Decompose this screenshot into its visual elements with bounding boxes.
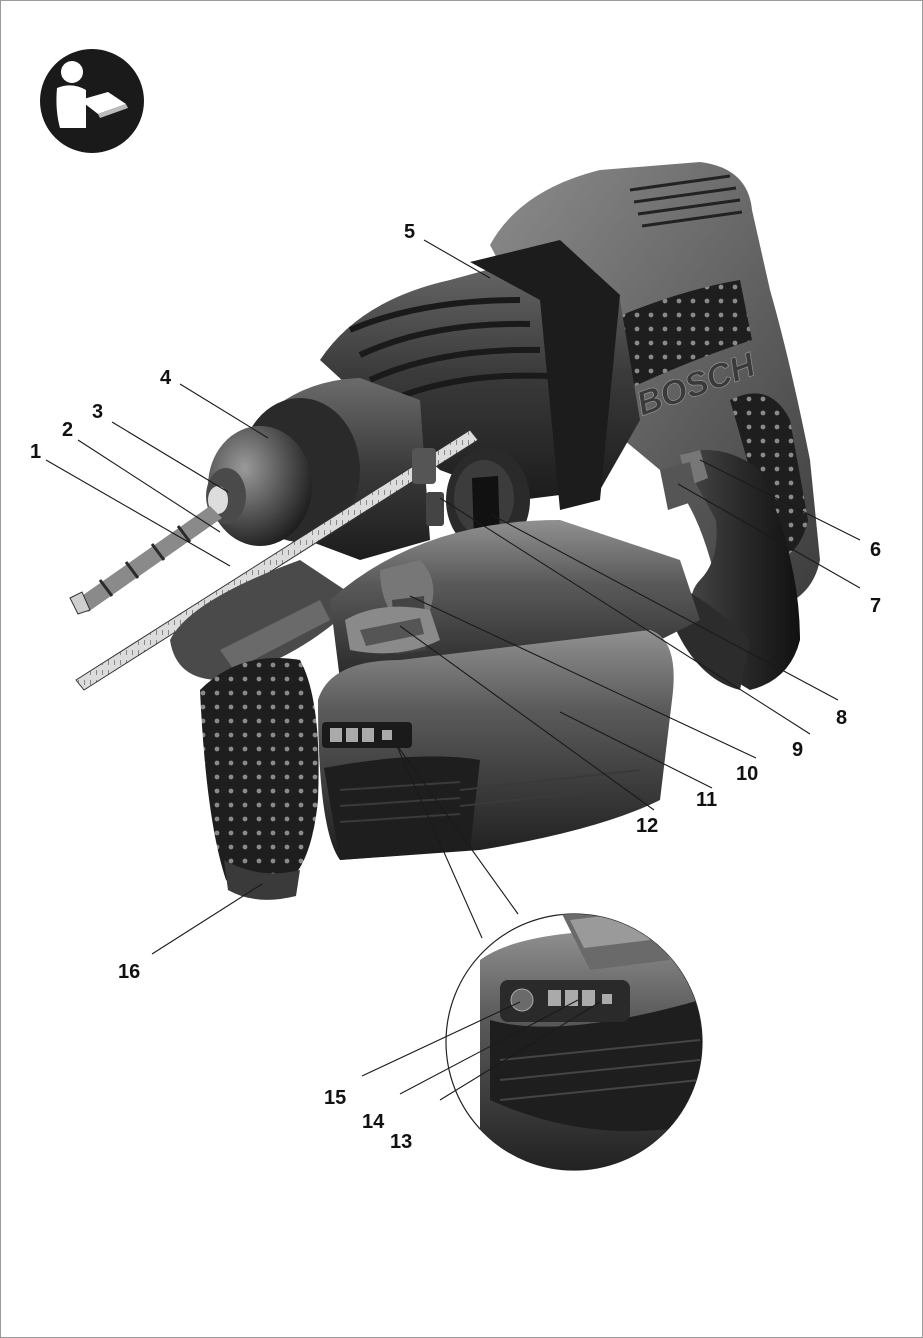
callout-11: 11 <box>696 789 717 811</box>
callout-4: 4 <box>160 367 172 389</box>
callout-14: 14 <box>362 1111 385 1133</box>
read-manual-icon <box>40 49 144 153</box>
callout-10: 10 <box>736 763 758 785</box>
battery-detail-zoom <box>395 743 703 1171</box>
callout-2: 2 <box>62 419 73 441</box>
callout-13: 13 <box>390 1131 412 1153</box>
callout-8: 8 <box>836 707 847 729</box>
callout-12: 12 <box>636 815 658 837</box>
callout-numbers: 1 2 3 4 5 6 7 8 9 10 11 12 13 14 15 16 <box>30 221 881 1153</box>
callout-1: 1 <box>30 441 41 463</box>
callout-6: 6 <box>870 539 881 561</box>
callout-5: 5 <box>404 221 415 243</box>
callout-7: 7 <box>870 595 881 617</box>
callout-16: 16 <box>118 961 140 983</box>
callout-leaders <box>45 239 861 1101</box>
callout-15: 15 <box>324 1087 346 1109</box>
callout-9: 9 <box>792 739 803 761</box>
drill-illustration: BOSCH <box>69 162 820 900</box>
callout-3: 3 <box>92 401 103 423</box>
